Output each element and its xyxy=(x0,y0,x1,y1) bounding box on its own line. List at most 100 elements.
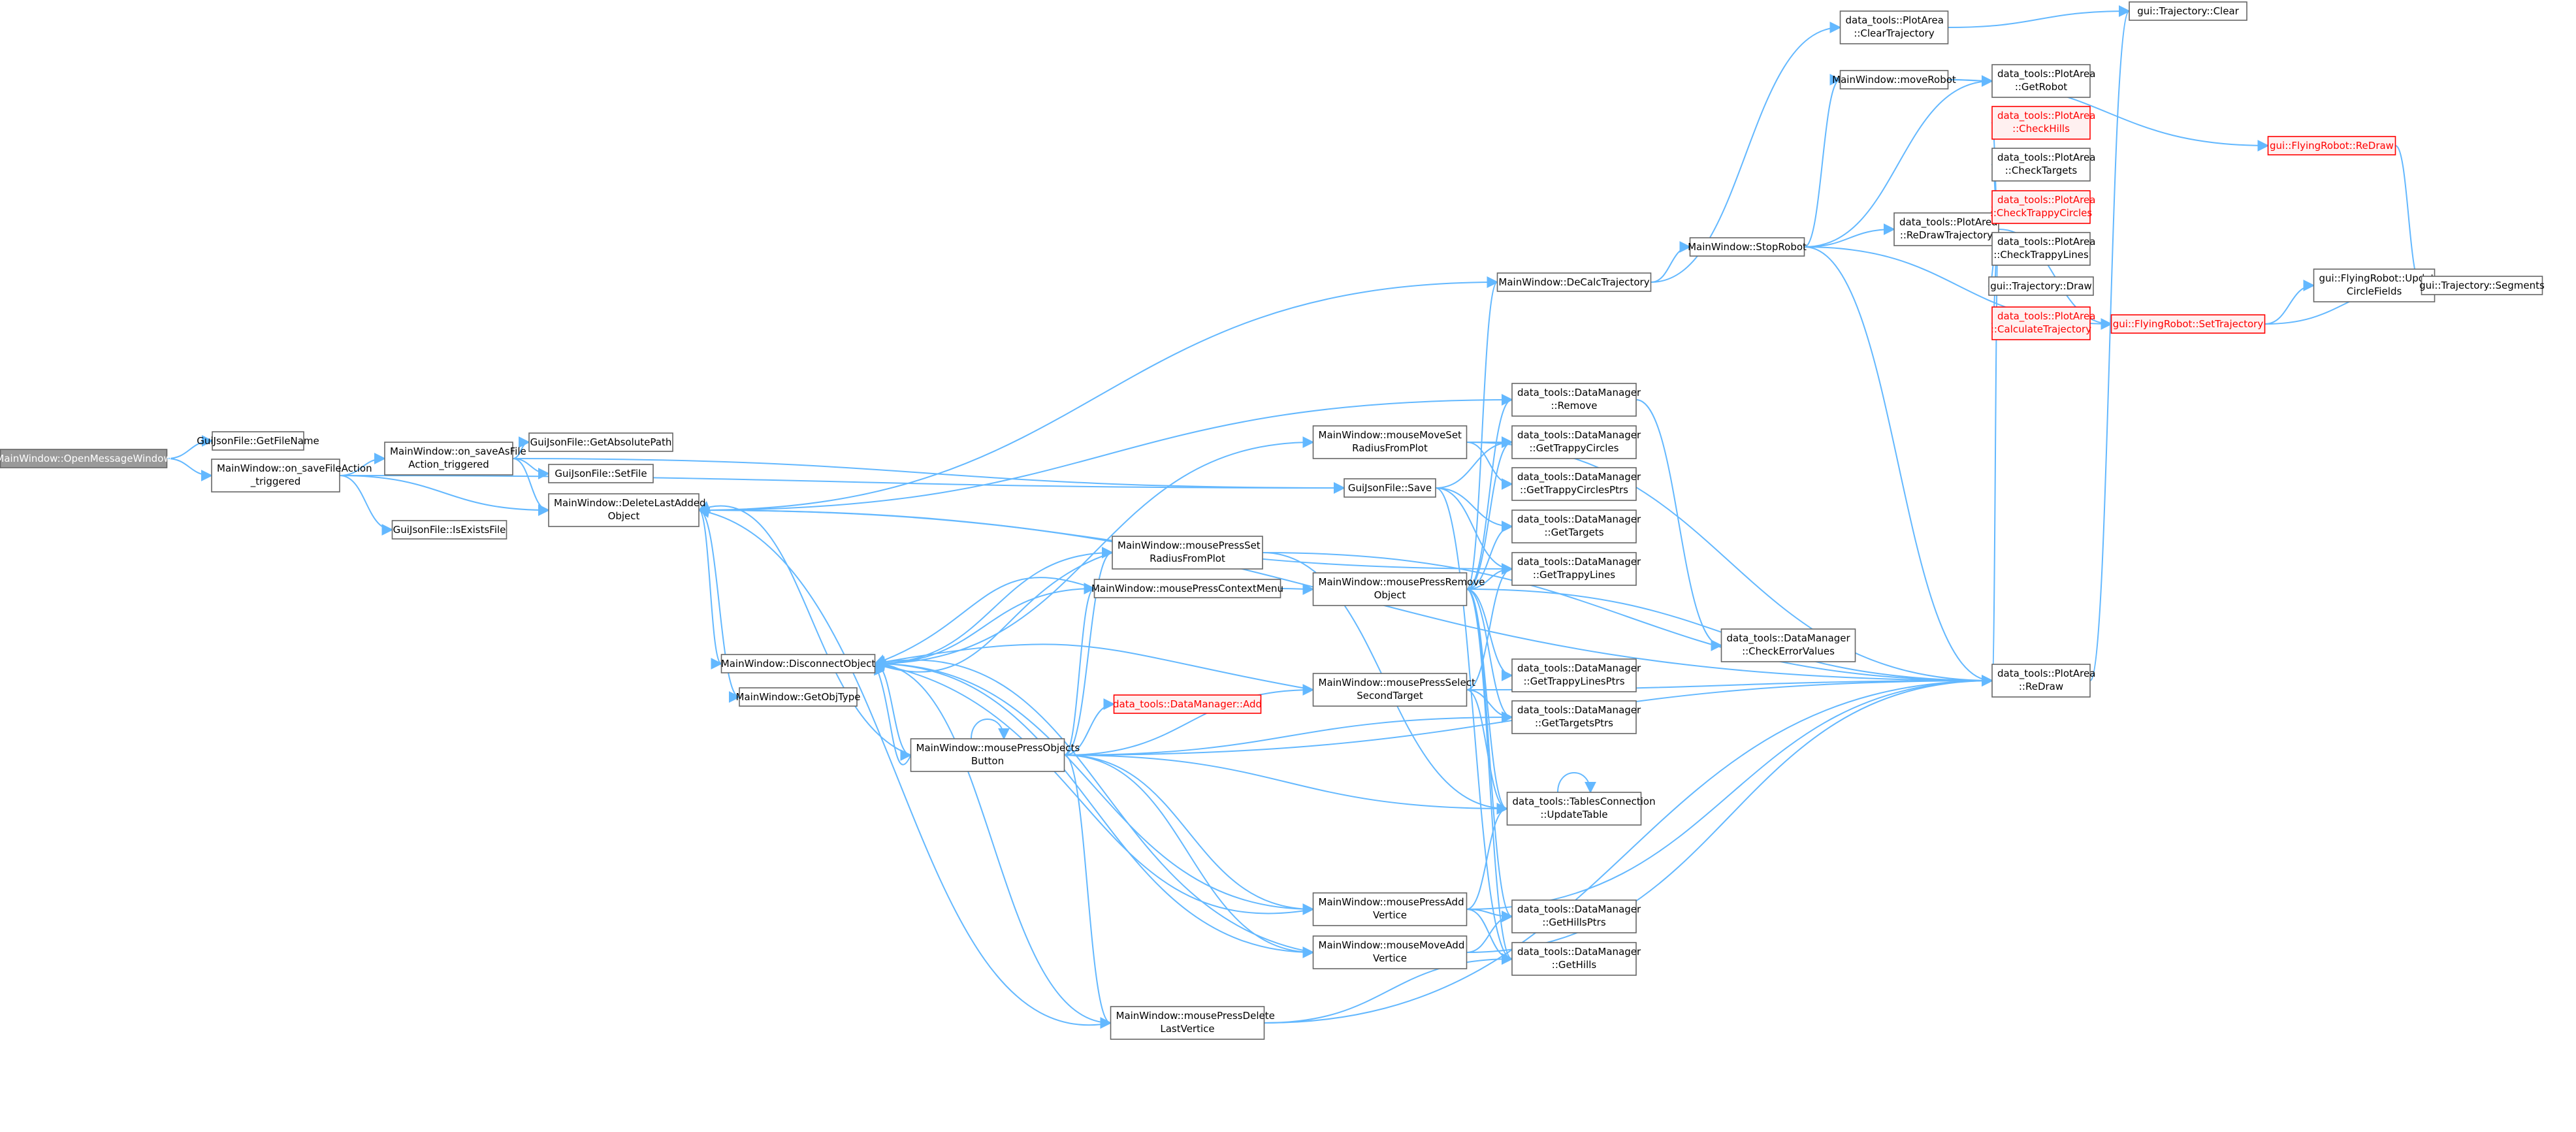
node-box xyxy=(1496,272,1652,292)
node-label: gui::FlyingRobot::Update xyxy=(2319,272,2441,284)
graph-node[interactable]: gui::FlyingRobot::SetTrajectory xyxy=(2110,314,2266,334)
call-edge xyxy=(873,577,1095,666)
graph-node[interactable]: GuiJsonFile::GetFileName xyxy=(197,431,319,451)
node-label: MainWindow::mousePressRemove xyxy=(1319,576,1485,588)
call-edge xyxy=(1466,589,1513,922)
call-edge xyxy=(873,643,1313,690)
graph-node[interactable]: data_tools::PlotArea::ClearTrajectory xyxy=(1839,10,1949,44)
graph-node[interactable]: data_tools::PlotArea::GetRobot xyxy=(1991,64,2095,98)
node-label: CircleFields xyxy=(2347,285,2402,297)
node-label: gui::Trajectory::Draw xyxy=(1990,280,2092,292)
graph-node[interactable]: MainWindow::on_saveFileAction_triggered xyxy=(211,459,372,493)
graph-node[interactable]: MainWindow::StopRobot xyxy=(1688,237,1807,257)
node-label: data_tools::DataManager xyxy=(1727,632,1851,645)
graph-node[interactable]: GuiJsonFile::IsExistsFile xyxy=(391,520,507,540)
graph-node[interactable]: data_tools::PlotArea::ReDrawTrajectory xyxy=(1893,212,1999,246)
graph-node[interactable]: gui::FlyingRobot::ReDraw xyxy=(2267,136,2396,155)
node-label: MainWindow::mousePressObjects xyxy=(916,742,1080,754)
graph-node[interactable]: MainWindow::DisconnectObject xyxy=(720,654,876,673)
graph-node[interactable]: data_tools::DataManager::CheckErrorValue… xyxy=(1720,628,1856,662)
node-label: ::GetTrappyLines xyxy=(1533,569,1615,581)
graph-node[interactable]: MainWindow::mousePressContextMenu xyxy=(1091,579,1283,598)
graph-node[interactable]: MainWindow::DeCalcTrajectory xyxy=(1496,272,1652,292)
graph-node[interactable]: data_tools::PlotArea::CheckTrappyLines xyxy=(1991,232,2095,266)
graph-node[interactable]: gui::Trajectory::Clear xyxy=(2129,1,2247,21)
call-edge xyxy=(1991,229,2004,685)
node-label: data_tools::PlotArea xyxy=(1997,668,2095,680)
graph-node[interactable]: data_tools::PlotArea::CalculateTrajector… xyxy=(1991,306,2096,340)
node-box xyxy=(1112,536,1263,570)
call-edge xyxy=(698,276,1499,511)
graph-node[interactable]: data_tools::DataManager::GetTrappyCircle… xyxy=(1511,467,1641,501)
node-box xyxy=(1511,942,1637,976)
graph-node[interactable]: data_tools::PlotArea::CheckHills xyxy=(1991,106,2095,140)
node-box xyxy=(384,442,513,476)
graph-node[interactable]: gui::Trajectory::Draw xyxy=(1988,276,2094,296)
graph-node[interactable]: MainWindow::OpenMessageWindow xyxy=(0,449,172,468)
call-edge xyxy=(1435,487,1513,532)
graph-node[interactable]: data_tools::DataManager::Remove xyxy=(1511,383,1641,417)
call-edge xyxy=(1064,547,1114,756)
node-label: SecondTarget xyxy=(1357,690,1423,702)
node-box xyxy=(1312,935,1468,969)
call-edge xyxy=(1435,487,1513,965)
graph-node[interactable]: data_tools::DataManager::Add xyxy=(1113,694,1262,714)
graph-node[interactable]: data_tools::DataManager::GetTargets xyxy=(1511,509,1641,543)
graph-node[interactable]: MainWindow::GetObjType xyxy=(736,687,861,707)
graph-node[interactable]: data_tools::DataManager::GetTrappyLines xyxy=(1511,552,1641,586)
call-edge xyxy=(1264,675,1993,1024)
call-edge xyxy=(874,662,912,766)
node-label: MainWindow::mouseMoveSet xyxy=(1319,429,1462,441)
node-label: MainWindow::mouseMoveAdd xyxy=(1319,939,1465,951)
graph-node[interactable]: data_tools::PlotArea::ReDraw xyxy=(1991,664,2095,698)
node-label: MainWindow::mousePressDelete xyxy=(1116,1010,1275,1022)
graph-node[interactable]: data_tools::DataManager::GetHillsPtrs xyxy=(1511,899,1641,933)
node-box xyxy=(212,431,304,451)
graph-node[interactable]: gui::Trajectory::Segments xyxy=(2419,276,2545,295)
graph-node[interactable]: GuiJsonFile::SetFile xyxy=(548,464,654,483)
node-box xyxy=(1511,383,1637,417)
graph-node[interactable]: MainWindow::on_saveAsFileAction_triggere… xyxy=(384,442,526,476)
node-label: Action_triggered xyxy=(408,459,489,471)
node-box xyxy=(1991,190,2091,224)
node-box xyxy=(1991,148,2091,182)
node-label: ::ReDraw xyxy=(2019,681,2063,692)
graph-node[interactable]: data_tools::PlotArea::CheckTargets xyxy=(1991,148,2095,182)
graph-node[interactable]: MainWindow::moveRobot xyxy=(1832,70,1956,89)
graph-node[interactable]: data_tools::PlotArea::CheckTrappyCircles xyxy=(1990,190,2096,224)
node-box xyxy=(1344,478,1436,498)
graph-node[interactable]: data_tools::DataManager::GetTrappyLinesP… xyxy=(1511,658,1641,692)
graph-node[interactable]: data_tools::TablesConnection::UpdateTabl… xyxy=(1506,792,1656,826)
node-box xyxy=(528,432,673,452)
node-box xyxy=(2129,1,2247,21)
call-edge xyxy=(698,394,1513,511)
node-label: MainWindow::GetObjType xyxy=(736,691,861,703)
call-edge xyxy=(1466,394,1513,590)
graph-node[interactable]: data_tools::DataManager::GetTargetsPtrs xyxy=(1511,700,1641,734)
node-box xyxy=(391,520,507,540)
call-edge xyxy=(1064,754,1112,1029)
node-box xyxy=(720,654,876,673)
call-edge xyxy=(1466,442,1513,490)
graph-node[interactable]: data_tools::DataManager::GetHills xyxy=(1511,942,1641,976)
node-label: Vertice xyxy=(1373,909,1407,921)
call-edge xyxy=(1262,552,1993,687)
graph-node[interactable]: GuiJsonFile::Save xyxy=(1344,478,1436,498)
graph-node[interactable]: data_tools::DataManager::GetTrappyCircle… xyxy=(1511,425,1641,459)
node-label: ::Remove xyxy=(1551,400,1598,412)
node-label: ::GetTrappyLinesPtrs xyxy=(1523,675,1624,687)
node-layer: MainWindow::OpenMessageWindowGuiJsonFile… xyxy=(0,1,2545,1040)
node-label: data_tools::DataManager xyxy=(1517,903,1641,916)
graph-node[interactable]: GuiJsonFile::GetAbsolutePath xyxy=(528,432,673,452)
node-box xyxy=(1511,509,1637,543)
